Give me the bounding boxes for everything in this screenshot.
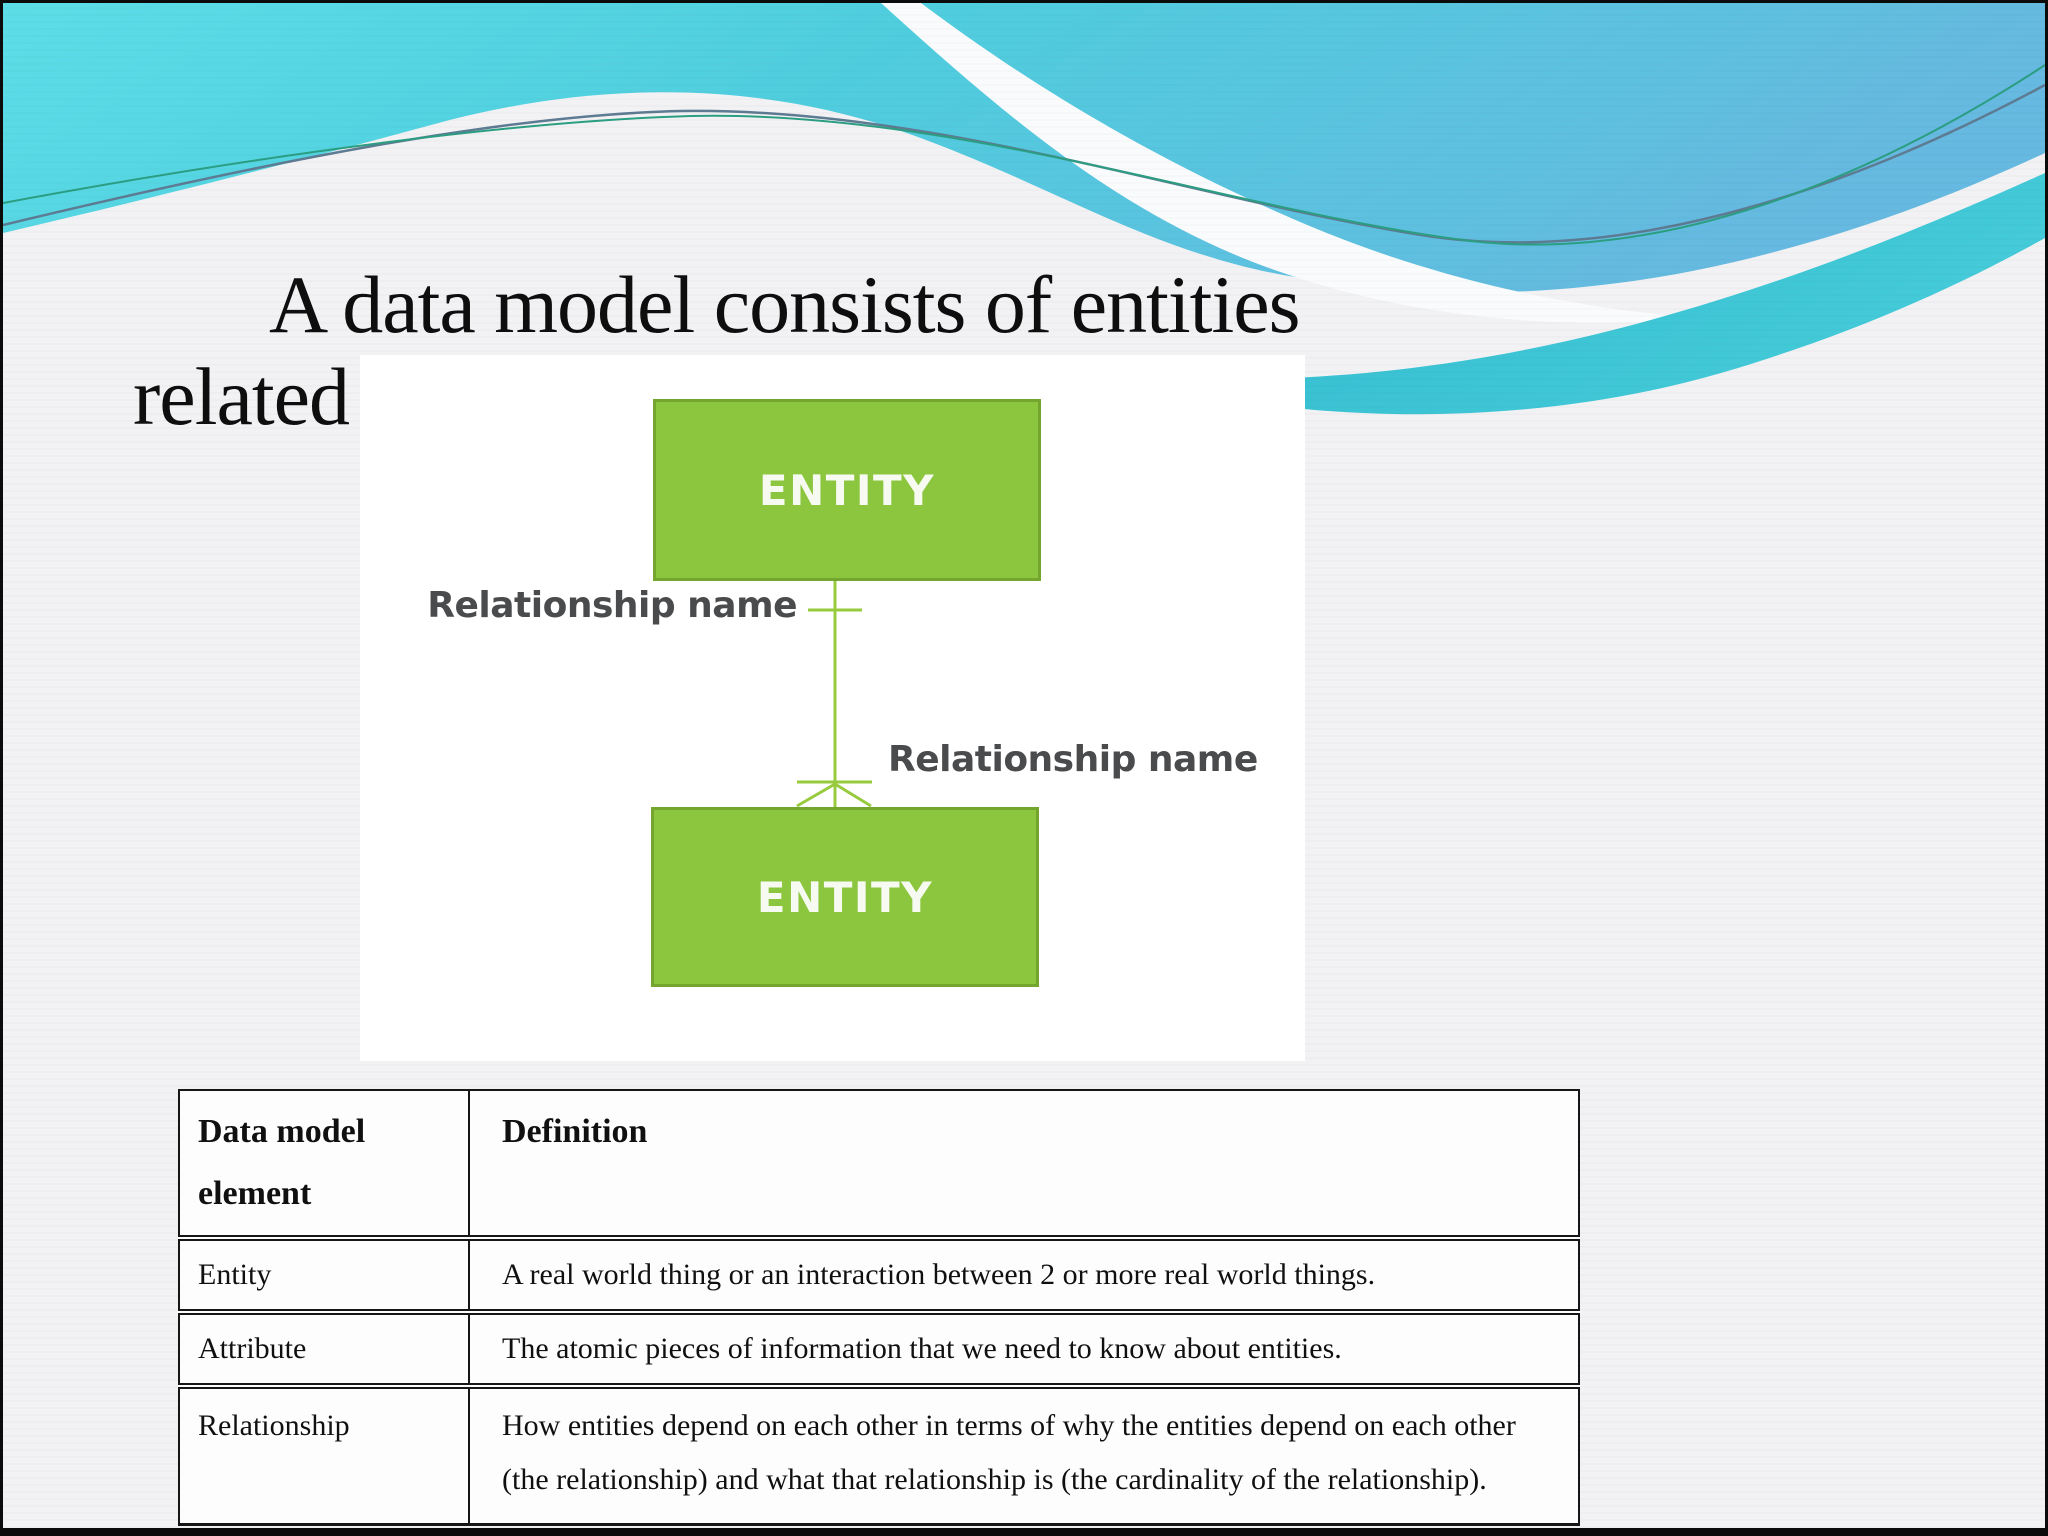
accent-line-teal	[3, 64, 2045, 246]
header-cell-element: Data model element	[178, 1089, 470, 1241]
cell-attribute-term: Attribute	[178, 1311, 470, 1389]
cell-relationship-definition: How entities depend on each other in ter…	[468, 1385, 1580, 1526]
diagram-panel: ENTITY Relationship name Relationship na…	[360, 355, 1305, 1061]
title-line-1: A data model consists of entities	[269, 259, 1301, 350]
wave-white-band	[881, 3, 1701, 323]
cell-attribute-definition: The atomic pieces of information that we…	[468, 1311, 1580, 1389]
title-line-2: related	[133, 351, 350, 442]
header-cell-definition: Definition	[468, 1089, 1580, 1241]
entity-box-bottom: ENTITY	[651, 807, 1039, 987]
crow-foot-icon	[796, 782, 872, 808]
cell-entity-definition: A real world thing or an interaction bet…	[468, 1237, 1580, 1315]
cell-entity-term: Entity	[178, 1237, 470, 1315]
table-row-entity: Entity A real world thing or an interact…	[178, 1237, 1580, 1315]
entity-label-top: ENTITY	[758, 465, 936, 515]
wave-cyan-field	[3, 3, 2045, 293]
entity-label-bottom: ENTITY	[756, 872, 934, 922]
definition-table: Data model element Definition Entity A r…	[178, 1089, 1580, 1526]
relationship-connector	[796, 581, 872, 808]
entity-box-top: ENTITY	[653, 399, 1041, 581]
cell-relationship-term: Relationship	[178, 1385, 470, 1526]
table-row-relationship: Relationship How entities depend on each…	[178, 1385, 1580, 1526]
relationship-label-right: Relationship name	[888, 739, 1258, 780]
table-header-row: Data model element Definition	[178, 1089, 1580, 1241]
relationship-label-left: Relationship name	[427, 585, 797, 626]
page-title: A data model consists of entities relate…	[133, 259, 1553, 443]
table-row-attribute: Attribute The atomic pieces of informati…	[178, 1311, 1580, 1389]
banner-waves	[3, 3, 2045, 415]
